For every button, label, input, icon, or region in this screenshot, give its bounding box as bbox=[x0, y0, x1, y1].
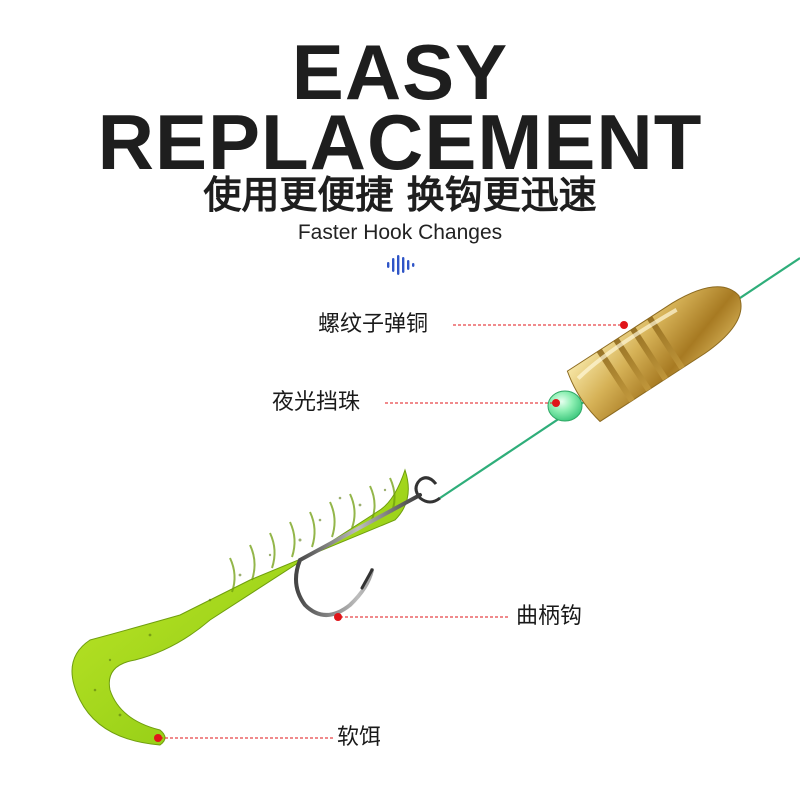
hook-eye bbox=[414, 476, 441, 504]
callout-dots bbox=[154, 321, 628, 742]
sound-wave-icon bbox=[387, 255, 415, 275]
crank-hook bbox=[294, 493, 422, 617]
callout-copper-weight: 螺纹子弹铜 bbox=[318, 312, 429, 337]
soft-bait-worm bbox=[71, 468, 409, 746]
callout-hook: 曲柄钩 bbox=[516, 604, 583, 629]
callout-leaders bbox=[160, 324, 623, 739]
title-line-1: EASY bbox=[291, 28, 509, 116]
luminous-bead bbox=[547, 390, 583, 422]
title-line-2: REPLACEMENT bbox=[97, 98, 703, 186]
callout-luminous-bead: 夜光挡珠 bbox=[272, 390, 361, 415]
callout-soft-bait: 软饵 bbox=[337, 725, 382, 750]
brass-bullet-weight bbox=[566, 286, 742, 423]
chinese-subtitle: 使用更便捷 换钩更迅速 bbox=[203, 173, 597, 217]
english-tagline: Faster Hook Changes bbox=[297, 221, 503, 244]
